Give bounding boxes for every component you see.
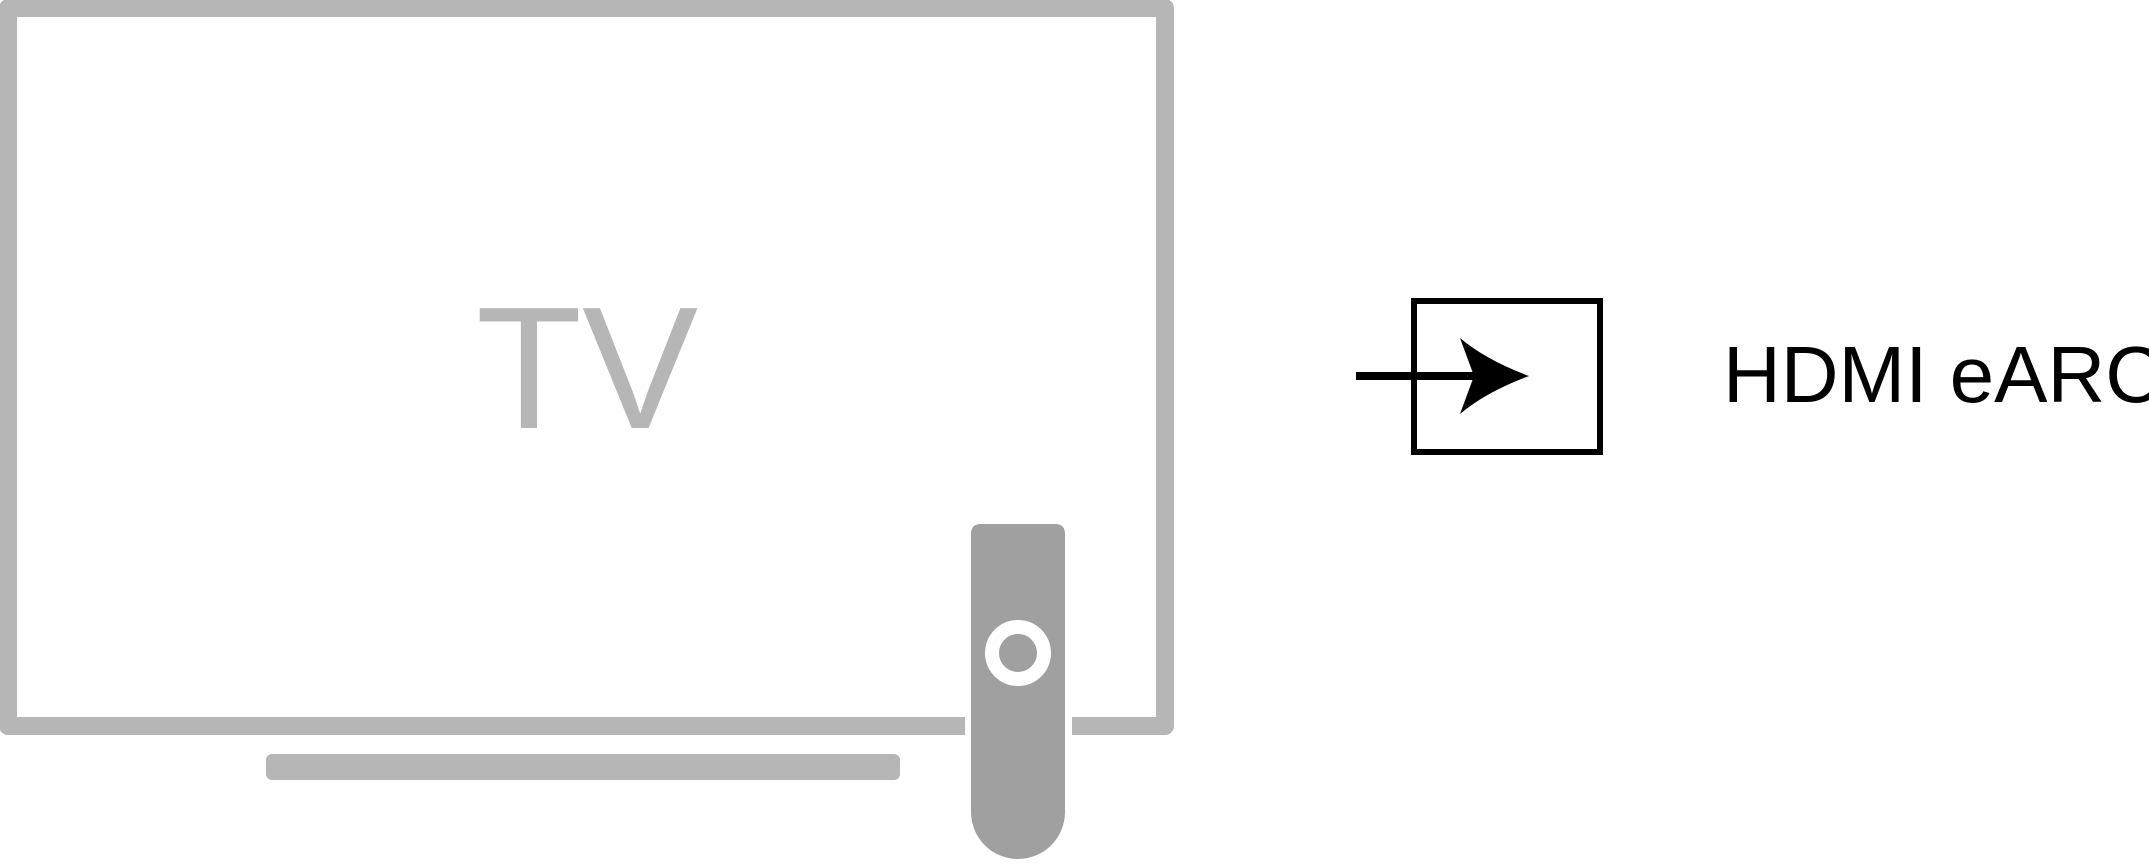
remote-touch-ring (985, 620, 1051, 686)
hdmi-input-arrow-icon (1356, 298, 1603, 455)
port-label: HDMI eARC (1723, 330, 2149, 419)
port-arrowhead (1460, 338, 1529, 414)
remote-body (971, 524, 1065, 859)
remote-control-icon (971, 524, 1065, 859)
tv-screen-frame (0, 0, 1174, 735)
tv-illustration: TV (0, 0, 1174, 780)
tv-label: TV (476, 270, 698, 465)
tv-stand (266, 754, 900, 780)
